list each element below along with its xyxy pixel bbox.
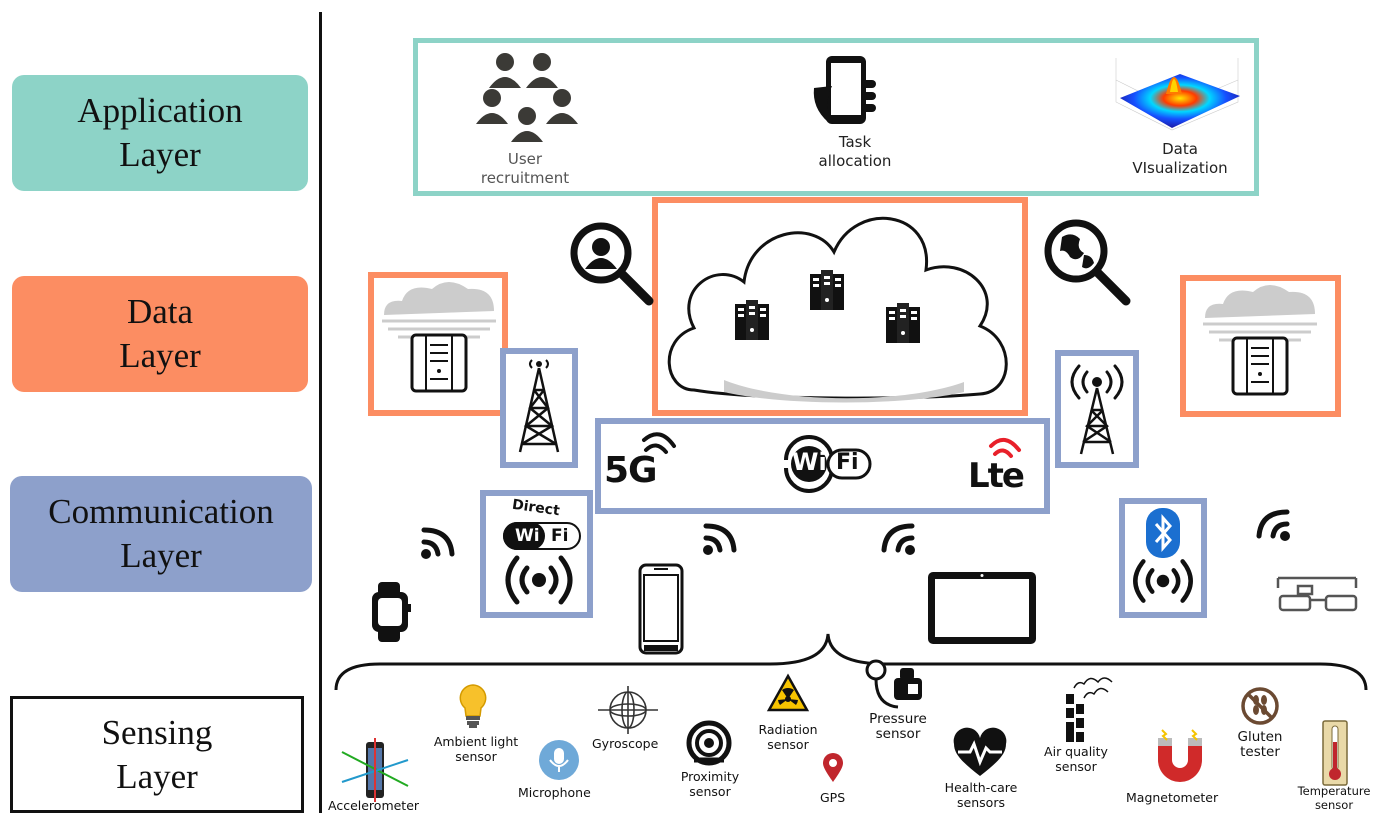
user-group-icon: [476, 53, 578, 142]
server-icon: [735, 300, 769, 340]
wifi-direct-pill: Wi Fi: [503, 522, 581, 550]
tablet-icon: [928, 572, 1036, 644]
radiation-icon: [766, 673, 810, 712]
wifi-direct-fi: Fi: [551, 526, 569, 546]
device-sensor-brace: [334, 633, 1368, 691]
gyroscope-icon: [598, 686, 658, 734]
magnet-icon: [1158, 729, 1202, 782]
lte-signal-icon: [989, 438, 1021, 458]
broadcast-icon: [505, 555, 573, 605]
air-quality-icon: [1066, 677, 1113, 742]
wifi-logo: Wi Fi: [780, 435, 874, 493]
wifi-direct-box: [480, 490, 593, 618]
gps-pin-icon: [823, 753, 843, 782]
server-icon: [810, 270, 844, 310]
gyroscope-label: Gyroscope: [592, 736, 659, 751]
light-bulb-icon: [459, 684, 487, 728]
magnetometer-label: Magnetometer: [1126, 790, 1219, 805]
globe-search-icon: [1044, 219, 1131, 306]
wifi-signal-icon: [703, 523, 737, 555]
lte-logo: Lte: [968, 456, 1025, 496]
bluetooth-icon: [1146, 508, 1180, 558]
wifi-direct-wi: Wi: [515, 526, 540, 546]
accelerometer-icon: [341, 738, 409, 802]
vertical-divider: [319, 12, 322, 813]
wifi-logo-arcs: [784, 435, 872, 493]
thermometer-icon: [1322, 720, 1348, 786]
5g-signal-icon: [642, 432, 676, 454]
wifi-logo-fi: Fi: [836, 450, 859, 475]
microphone-icon: [539, 740, 579, 780]
smart-glasses-icon: [1276, 576, 1358, 612]
gluten-icon: [1241, 687, 1279, 725]
edge-cloud-server-icon: [382, 282, 496, 393]
cell-tower-icon: [1070, 364, 1124, 455]
surface-plot-icon: [1115, 58, 1240, 131]
wifi-signal-icon: [421, 527, 455, 559]
heart-rate-icon: [953, 727, 1007, 776]
accelerometer-label: Accelerometer: [328, 798, 420, 813]
smartwatch-icon: [372, 582, 411, 642]
proximity-icon: [686, 720, 732, 766]
5g-logo: 5G: [604, 450, 658, 491]
server-icon: [886, 303, 920, 343]
broadcast-icon: [1133, 559, 1193, 603]
microphone-label: Microphone: [518, 785, 591, 800]
wifi-signal-icon: [881, 523, 915, 555]
smartphone-icon: [638, 563, 684, 655]
wifi-direct-pill-dark: [503, 522, 545, 550]
pressure-gauge-icon: [865, 659, 922, 709]
hand-phone-icon: [813, 56, 876, 124]
wifi-logo-wi: Wi: [792, 448, 827, 476]
edge-cloud-server-icon: [1203, 285, 1317, 396]
wifi-signal-icon: [1256, 509, 1290, 541]
application-box: [413, 38, 1259, 196]
gps-label: GPS: [820, 790, 846, 805]
person-search-icon: [570, 222, 654, 306]
cell-tower-icon: [518, 359, 560, 453]
